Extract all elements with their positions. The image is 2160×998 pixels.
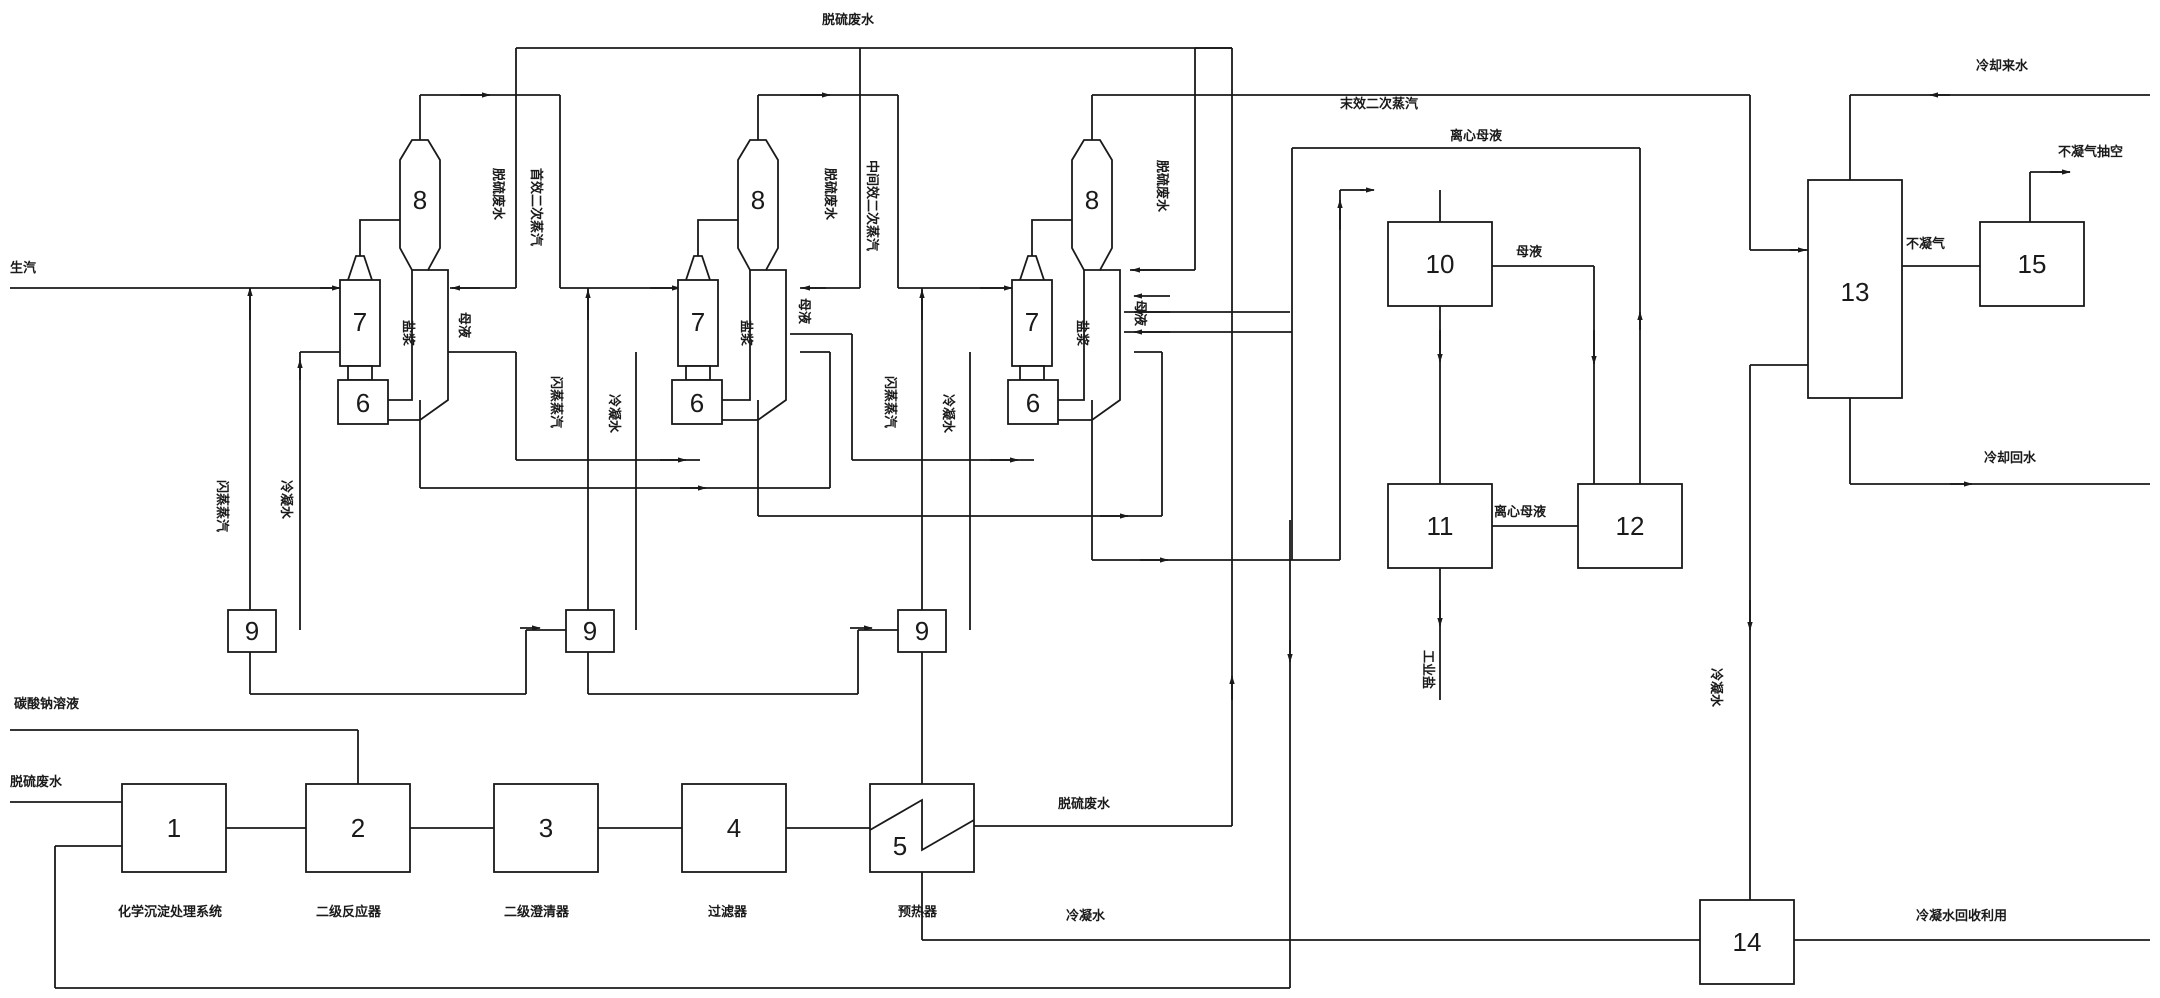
effect-3 <box>1007 130 1121 425</box>
label-secondary-reactor: 二级反应器 <box>316 904 382 920</box>
label-first-secondary-steam: 首效二次蒸汽 <box>528 168 544 246</box>
label-noncondensable-to-vacuum: 不凝气抽空 <box>2058 144 2123 160</box>
flow-lines <box>10 47 2150 989</box>
unit-label-4: 4 <box>727 813 741 843</box>
separator-8-effect2 <box>737 139 779 271</box>
chemical-precipitation-system <box>121 783 227 873</box>
unit-label-6a: 6 <box>356 388 370 418</box>
effect-1 <box>337 130 449 425</box>
label-mother-liquor-1: 母液 <box>456 312 472 338</box>
label-condensate-a: 冷凝水 <box>278 480 294 520</box>
unit-label-9b: 9 <box>583 616 597 646</box>
label-desulfurization-wastewater-in: 脱硫废水 <box>10 774 63 790</box>
heater-7-effect2 <box>677 279 719 367</box>
unit-label-7b: 7 <box>691 307 705 337</box>
unit-label-6c: 6 <box>1026 388 1040 418</box>
unit-label-6b: 6 <box>690 388 704 418</box>
preheater-5 <box>869 783 975 873</box>
secondary-clarifier <box>493 783 599 873</box>
vacuum-pump-15 <box>1979 221 2085 307</box>
label-condensate-recovery: 冷凝水回收利用 <box>1916 908 2007 924</box>
label-desulf-ww-e1: 脱硫废水 <box>490 168 506 221</box>
unit-label-8a: 8 <box>413 185 427 215</box>
label-centrifuge-mother-liquor-top: 离心母液 <box>1450 128 1502 144</box>
unit-label-10: 10 <box>1426 249 1455 279</box>
unit-label-2: 2 <box>351 813 365 843</box>
label-mother-liquor-2: 母液 <box>796 298 812 324</box>
heater-7-effect1 <box>339 279 381 367</box>
label-flash-steam-c: 闪蒸蒸汽 <box>882 376 898 428</box>
label-condensate-13: 冷凝水 <box>1708 668 1724 708</box>
label-salt-slurry-3: 盐浆 <box>1074 320 1090 347</box>
label-salt-slurry-1: 盐浆 <box>400 320 416 347</box>
unit-label-8b: 8 <box>751 185 765 215</box>
unit-label-5: 5 <box>893 831 907 861</box>
unit-label-7c: 7 <box>1025 307 1039 337</box>
unit-label-9c: 9 <box>915 616 929 646</box>
secondary-reactor <box>305 783 411 873</box>
filter <box>681 783 787 873</box>
label-final-secondary-steam: 末效二次蒸汽 <box>1339 96 1418 112</box>
unit-label-13: 13 <box>1841 277 1870 307</box>
unit-label-14: 14 <box>1733 927 1762 957</box>
label-desulf-ww-e2: 脱硫废水 <box>822 168 838 221</box>
flow-arrows <box>247 92 2071 700</box>
label-salt-slurry-2: 盐浆 <box>738 320 754 347</box>
label-centrifuge-mother-liquor-mid: 离心母液 <box>1494 504 1546 520</box>
label-chemical-precipitation: 化学沉淀处理系统 <box>118 904 222 920</box>
label-desulf-ww-e3: 脱硫废水 <box>1154 160 1170 213</box>
label-secondary-clarifier: 二级澄清器 <box>504 904 570 920</box>
label-mother-liquor-3: 母液 <box>1132 300 1148 326</box>
separator-8-effect1 <box>399 139 441 271</box>
preheater-9-a <box>227 609 277 653</box>
pump-6-effect3 <box>1007 379 1059 425</box>
centrifuge-11 <box>1387 483 1493 569</box>
mother-liquor-tank-12 <box>1577 483 1683 569</box>
preheater-9-c <box>897 609 947 653</box>
crystallizer-10 <box>1387 221 1493 307</box>
label-condensate-c: 冷凝水 <box>940 394 956 434</box>
unit-label-1: 1 <box>167 813 181 843</box>
label-mother-liquor-10: 母液 <box>1516 244 1542 260</box>
label-noncondensable-gas: 不凝气 <box>1906 236 1945 252</box>
label-condensate-b: 冷凝水 <box>606 394 622 434</box>
label-flash-steam-b: 闪蒸蒸汽 <box>548 376 564 428</box>
label-fresh-steam: 生汽 <box>10 260 36 276</box>
label-cooling-water-return: 冷却回水 <box>1984 450 2037 466</box>
unit-label-15: 15 <box>2018 249 2047 279</box>
label-condensate-bottom: 冷凝水 <box>1066 908 1106 924</box>
label-cooling-water-in: 冷却来水 <box>1976 58 2029 74</box>
label-sodium-carbonate: 碳酸钠溶液 <box>14 696 79 712</box>
pump-6-effect1 <box>337 379 389 425</box>
label-filter: 过滤器 <box>708 904 748 920</box>
label-industrial-salt: 工业盐 <box>1420 650 1436 689</box>
label-flash-steam-a: 闪蒸蒸汽 <box>214 480 230 532</box>
unit-label-12: 12 <box>1616 511 1645 541</box>
condensate-tank-14 <box>1699 899 1795 985</box>
separator-8-effect3 <box>1071 139 1113 271</box>
unit-label-3: 3 <box>539 813 553 843</box>
label-desulfurization-wastewater-top: 脱硫废水 <box>822 12 875 28</box>
unit-label-8c: 8 <box>1085 185 1099 215</box>
condenser-13 <box>1807 179 1903 399</box>
preheater-9-b <box>565 609 615 653</box>
label-preheater: 预热器 <box>898 904 938 920</box>
label-middle-secondary-steam: 中间效二次蒸汽 <box>864 160 880 251</box>
unit-label-11: 11 <box>1427 511 1454 541</box>
unit-label-7a: 7 <box>353 307 367 337</box>
heater-7-effect3 <box>1011 279 1053 367</box>
pump-6-effect2 <box>671 379 723 425</box>
unit-label-9a: 9 <box>245 616 259 646</box>
effect-2 <box>671 130 787 425</box>
label-desulfurization-wastewater-out: 脱硫废水 <box>1058 796 1111 812</box>
